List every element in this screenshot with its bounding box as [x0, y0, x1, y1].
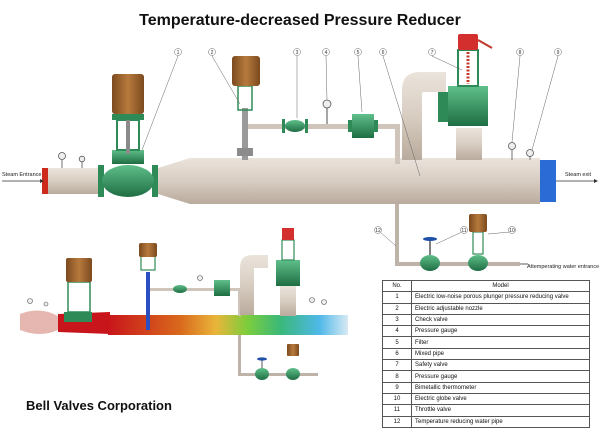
callout-2: 2 [211, 50, 214, 56]
legend-model: Electric low-noise porous plunger pressu… [411, 291, 590, 304]
company-name: Bell Valves Corporation [26, 398, 172, 413]
legend-no: 10 [382, 392, 412, 406]
filter [348, 114, 378, 138]
mixed-pipe [190, 158, 540, 204]
heat-gradient-pipe [108, 315, 348, 335]
outlet-gauges [508, 142, 534, 160]
throttle-valve [420, 237, 440, 271]
legend-no: 4 [382, 325, 412, 338]
inlet-gauges [58, 152, 86, 168]
water-pipe [395, 204, 399, 264]
legend-model: Pressure gauge [411, 370, 590, 383]
safety-valve [438, 34, 493, 160]
legend-no: 11 [382, 404, 412, 417]
legend-model: Throttle valve [411, 404, 590, 417]
elbow-pipe [402, 72, 446, 160]
legend-model: Electric globe valve [411, 392, 590, 406]
legend-no: 7 [382, 359, 412, 372]
callout-9: 9 [557, 50, 560, 56]
sectional-assembly [20, 228, 348, 380]
legend-model: Check valve [411, 313, 590, 327]
electric-globe-valve [468, 214, 488, 271]
callout-7: 7 [431, 50, 434, 56]
legend-model: Temperature reducing water pipe [411, 415, 590, 428]
callout-11: 11 [461, 228, 466, 234]
adjustable-nozzle [232, 56, 260, 160]
callout-5: 5 [357, 50, 360, 56]
reducer-cone [158, 158, 190, 204]
legend-model: Mixed pipe [411, 347, 590, 361]
inlet-pipe [42, 168, 102, 194]
attemperating-water-label: Attemperating water entrance [527, 264, 599, 270]
callouts [141, 55, 559, 247]
callout-8: 8 [519, 50, 522, 56]
legend-header-model: Model [411, 279, 590, 293]
page-title: Temperature-decreased Pressure Reducer [139, 12, 461, 29]
legend-model: Pressure gauge [411, 325, 590, 338]
callout-6: 6 [382, 50, 385, 56]
main-assembly [2, 34, 598, 271]
legend-no: 9 [382, 381, 412, 394]
callout-numbers: 1 2 3 4 5 6 7 8 9 10 11 12 [174, 48, 562, 234]
legend-no: 12 [382, 415, 412, 428]
legend-no: 2 [382, 302, 412, 315]
legend-no: 8 [382, 370, 412, 383]
small-gauges [27, 275, 327, 307]
legend-no: 3 [382, 313, 412, 327]
pressure-gauge-small [322, 99, 332, 124]
heat-inlet-pipe [20, 310, 58, 334]
outlet-blue-cap [540, 160, 556, 202]
small-safety-valve [240, 228, 300, 316]
valve-actuator [112, 74, 144, 114]
callout-4: 4 [325, 50, 328, 56]
steam-entrance-label: Steam Entrance [2, 172, 41, 178]
legend-model: Filter [411, 336, 590, 349]
check-valve [282, 119, 308, 133]
branch-pipe [248, 124, 398, 129]
small-nozzle [139, 243, 157, 330]
legend-model: Electric adjustable nozzle [411, 302, 590, 315]
legend-no: 5 [382, 336, 412, 349]
callout-10: 10 [509, 228, 515, 234]
small-water-pipe [238, 335, 241, 375]
legend-header-row: No. Model [382, 279, 590, 293]
legend-model: Safety valve [411, 359, 590, 372]
legend-header-no: No. [382, 279, 412, 293]
callout-3: 3 [296, 50, 299, 56]
callout-12: 12 [375, 228, 381, 234]
legend-no: 6 [382, 347, 412, 361]
small-pressure-reducing-valve [64, 258, 92, 322]
legend-no: 1 [382, 291, 412, 304]
legend-model: Bimetallic thermometer [411, 381, 590, 394]
callout-1: 1 [177, 50, 180, 56]
small-branch-pipe [150, 288, 240, 291]
steam-exit-label: Steam exit [565, 172, 591, 178]
inlet-red-cap [42, 168, 48, 194]
pressure-reducing-valve [98, 74, 158, 197]
